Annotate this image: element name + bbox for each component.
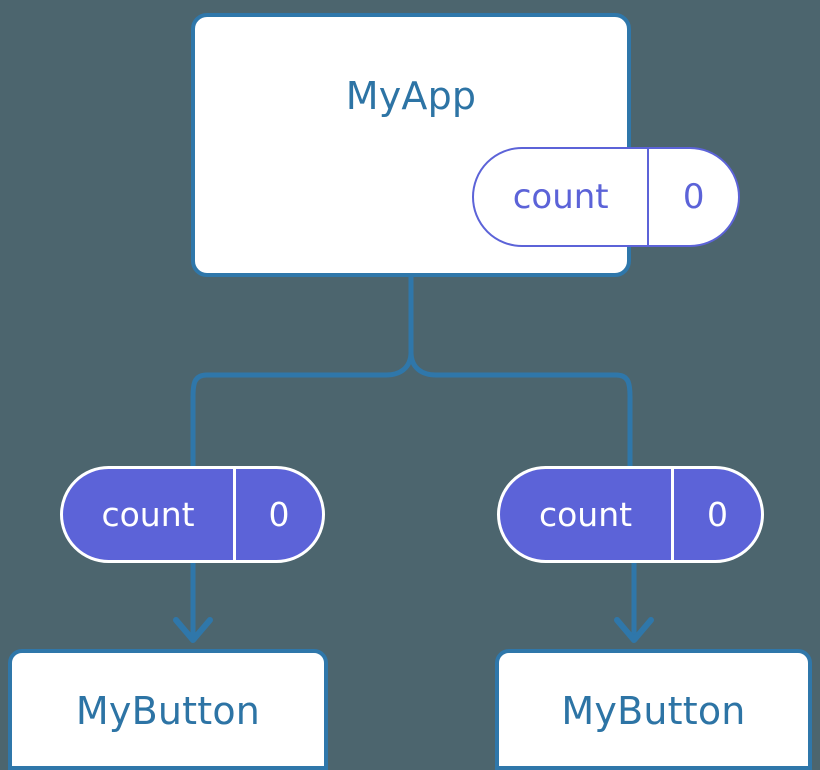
component-box-mybutton-left[interactable]: MyButton	[8, 649, 328, 770]
component-box-myapp[interactable]: MyApp count 0	[191, 13, 740, 277]
state-key-label: count	[101, 495, 195, 534]
arrow-left	[173, 563, 213, 643]
state-value-label: 0	[671, 469, 761, 560]
branch-connector-right	[408, 351, 633, 466]
state-pill-child-left[interactable]: count 0	[60, 466, 325, 563]
component-label-myapp: MyApp	[345, 74, 477, 118]
branch-connector-left	[190, 351, 414, 466]
arrow-right	[614, 563, 654, 643]
state-key-label: count	[512, 177, 609, 217]
component-label-mybutton: MyButton	[75, 689, 261, 733]
state-value-label: 0	[647, 149, 738, 245]
state-value-label: 0	[233, 469, 322, 560]
state-key-label: count	[538, 495, 633, 534]
state-pill-myapp[interactable]: count 0	[472, 147, 740, 247]
state-pill-child-right[interactable]: count 0	[497, 466, 764, 563]
component-label-mybutton: MyButton	[561, 689, 746, 733]
component-box-mybutton-right[interactable]: MyButton	[495, 649, 812, 770]
